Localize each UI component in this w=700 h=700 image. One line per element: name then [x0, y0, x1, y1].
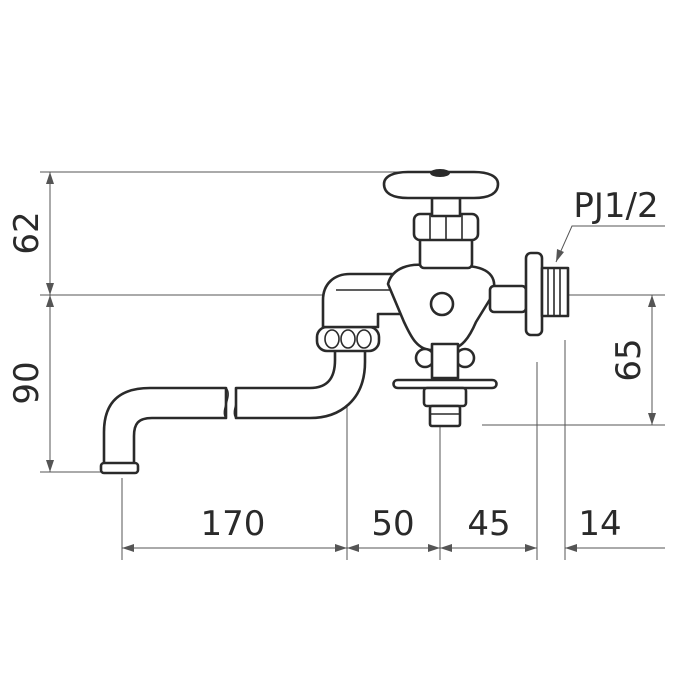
label-outlet-height: 65 [609, 338, 649, 381]
faucet-body [99, 169, 570, 475]
label-top-height: 62 [7, 211, 47, 254]
label-body-offset: 50 [371, 504, 414, 544]
label-thread-spec: PJ1/2 [573, 186, 658, 226]
label-valve-to-wall: 45 [467, 504, 510, 544]
label-spout-length: 170 [201, 504, 266, 544]
label-lower-height: 90 [7, 361, 47, 404]
vertical-dimension-lines [46, 172, 656, 472]
leader-line [555, 225, 665, 263]
dimension-labels: 62 90 65 170 50 45 14 PJ1/2 [7, 186, 659, 544]
label-thread-length: 14 [578, 504, 621, 544]
horizontal-dimension-line [122, 544, 665, 552]
